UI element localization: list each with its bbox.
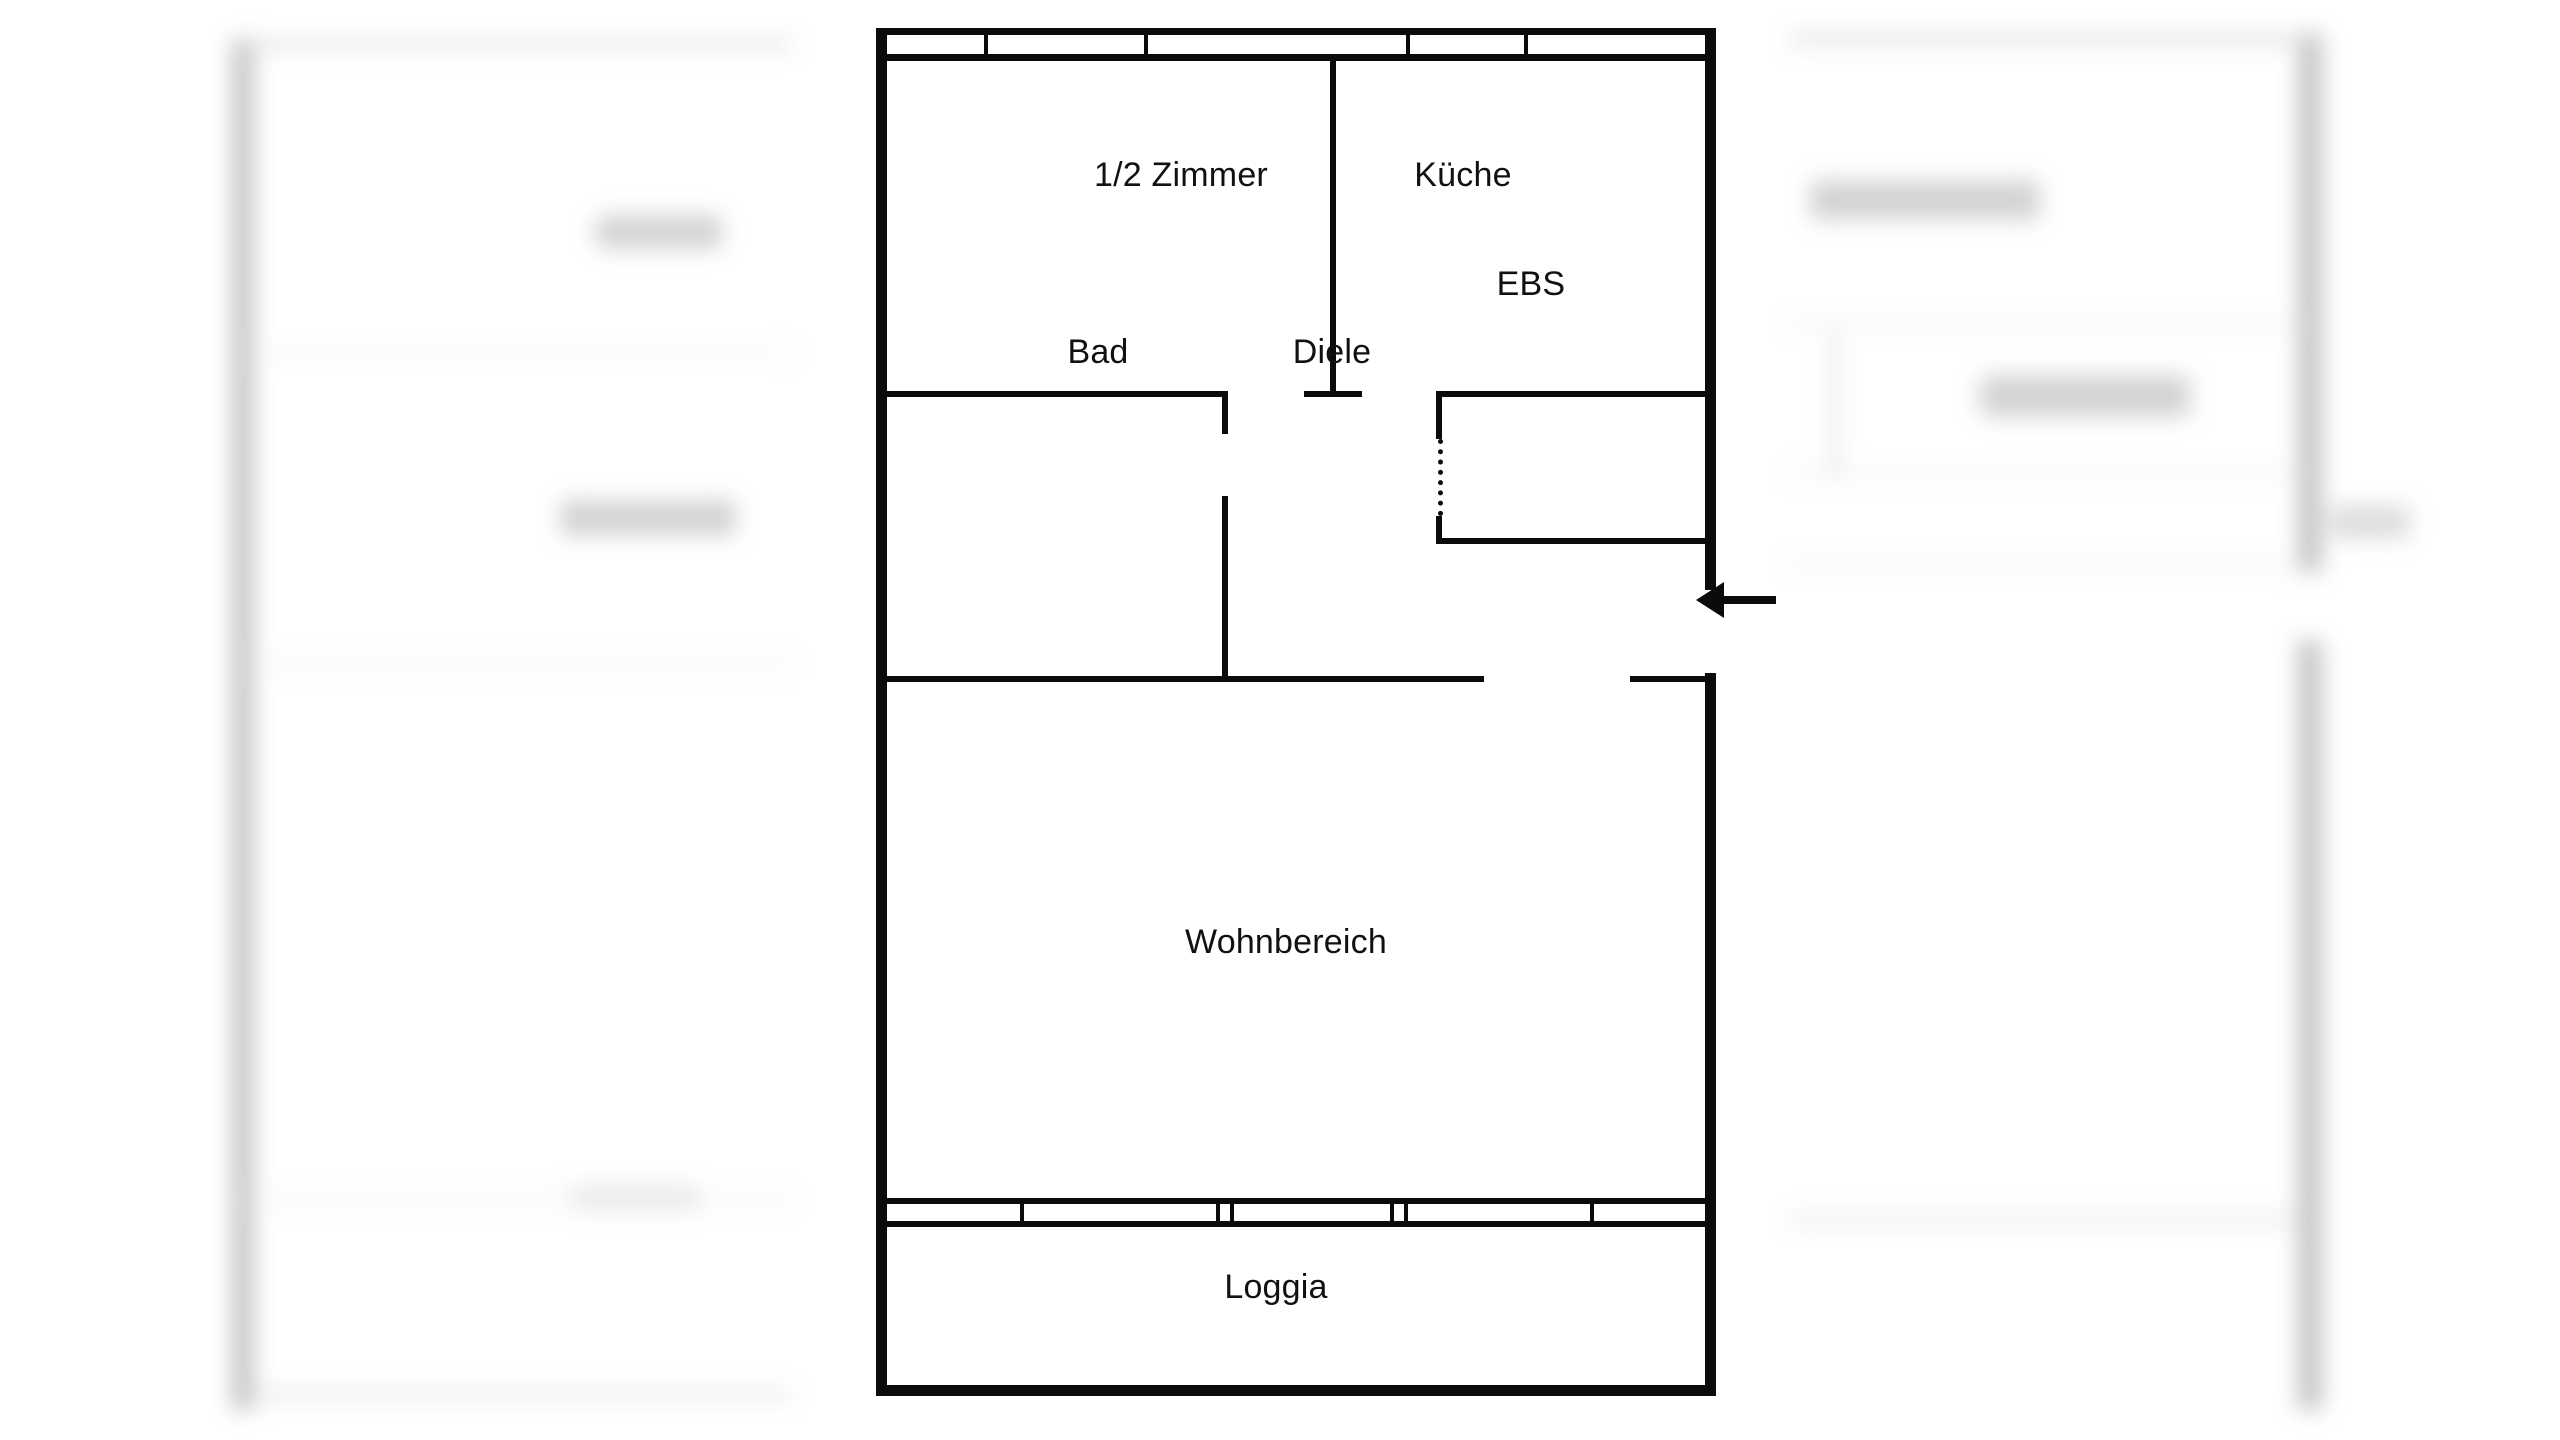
wall-diele-wohnbereich-right (1630, 676, 1716, 682)
partition-zimmer-kueche (1330, 54, 1336, 394)
backdrop-left-plan (0, 0, 790, 1440)
room-label-diele: Diele (1292, 333, 1372, 371)
loggia-tick-4 (1590, 1198, 1594, 1227)
room-label-ebs: EBS (1496, 265, 1566, 303)
room-label-bad: Bad (1067, 333, 1129, 371)
window-tick-2 (1144, 28, 1148, 61)
loggia-tick-2b (1230, 1198, 1234, 1227)
window-band-inner-line (876, 54, 1716, 61)
window-band-outer-line (876, 28, 1716, 35)
ebs-wall-bottom (1436, 538, 1711, 544)
exterior-wall-bottom (876, 1385, 1716, 1396)
exterior-wall-left (876, 28, 887, 1396)
window-tick-1 (984, 28, 988, 61)
ebs-wall-left-top (1436, 391, 1442, 439)
window-tick-3 (1406, 28, 1410, 61)
partition-bad-diele-stub (1222, 391, 1228, 434)
entrance-arrow-icon (1694, 578, 1778, 622)
wall-upper-left-segment (876, 391, 1228, 397)
room-label-wohnbereich: Wohnbereich (1185, 923, 1387, 961)
loggia-band-bottom-line (876, 1221, 1716, 1227)
exterior-wall-right-upper (1705, 28, 1716, 590)
door-stub-zimmer-kueche (1304, 391, 1362, 397)
loggia-tick-3b (1404, 1198, 1408, 1227)
ebs-wall-left-bottom (1436, 516, 1442, 544)
backdrop-right-plan (1790, 0, 2560, 1440)
floor-plan-drawing: 1/2 Zimmer Küche Bad Diele EBS Wohnberei… (876, 28, 1716, 1396)
loggia-tick-2a (1216, 1198, 1220, 1227)
partition-bad-diele (1222, 496, 1228, 681)
room-label-zimmer: 1/2 Zimmer (1094, 156, 1268, 194)
wall-diele-wohnbereich-left (876, 676, 1484, 682)
exterior-wall-right-lower (1705, 673, 1716, 1396)
ebs-partition-dotted (1438, 439, 1443, 516)
window-tick-4 (1524, 28, 1528, 61)
loggia-tick-1 (1020, 1198, 1024, 1227)
wall-upper-right-segment (1439, 391, 1716, 397)
loggia-tick-3a (1390, 1198, 1394, 1227)
loggia-band-top-line (876, 1198, 1716, 1204)
room-label-loggia: Loggia (1224, 1268, 1328, 1306)
room-label-kueche: Küche (1414, 156, 1512, 194)
